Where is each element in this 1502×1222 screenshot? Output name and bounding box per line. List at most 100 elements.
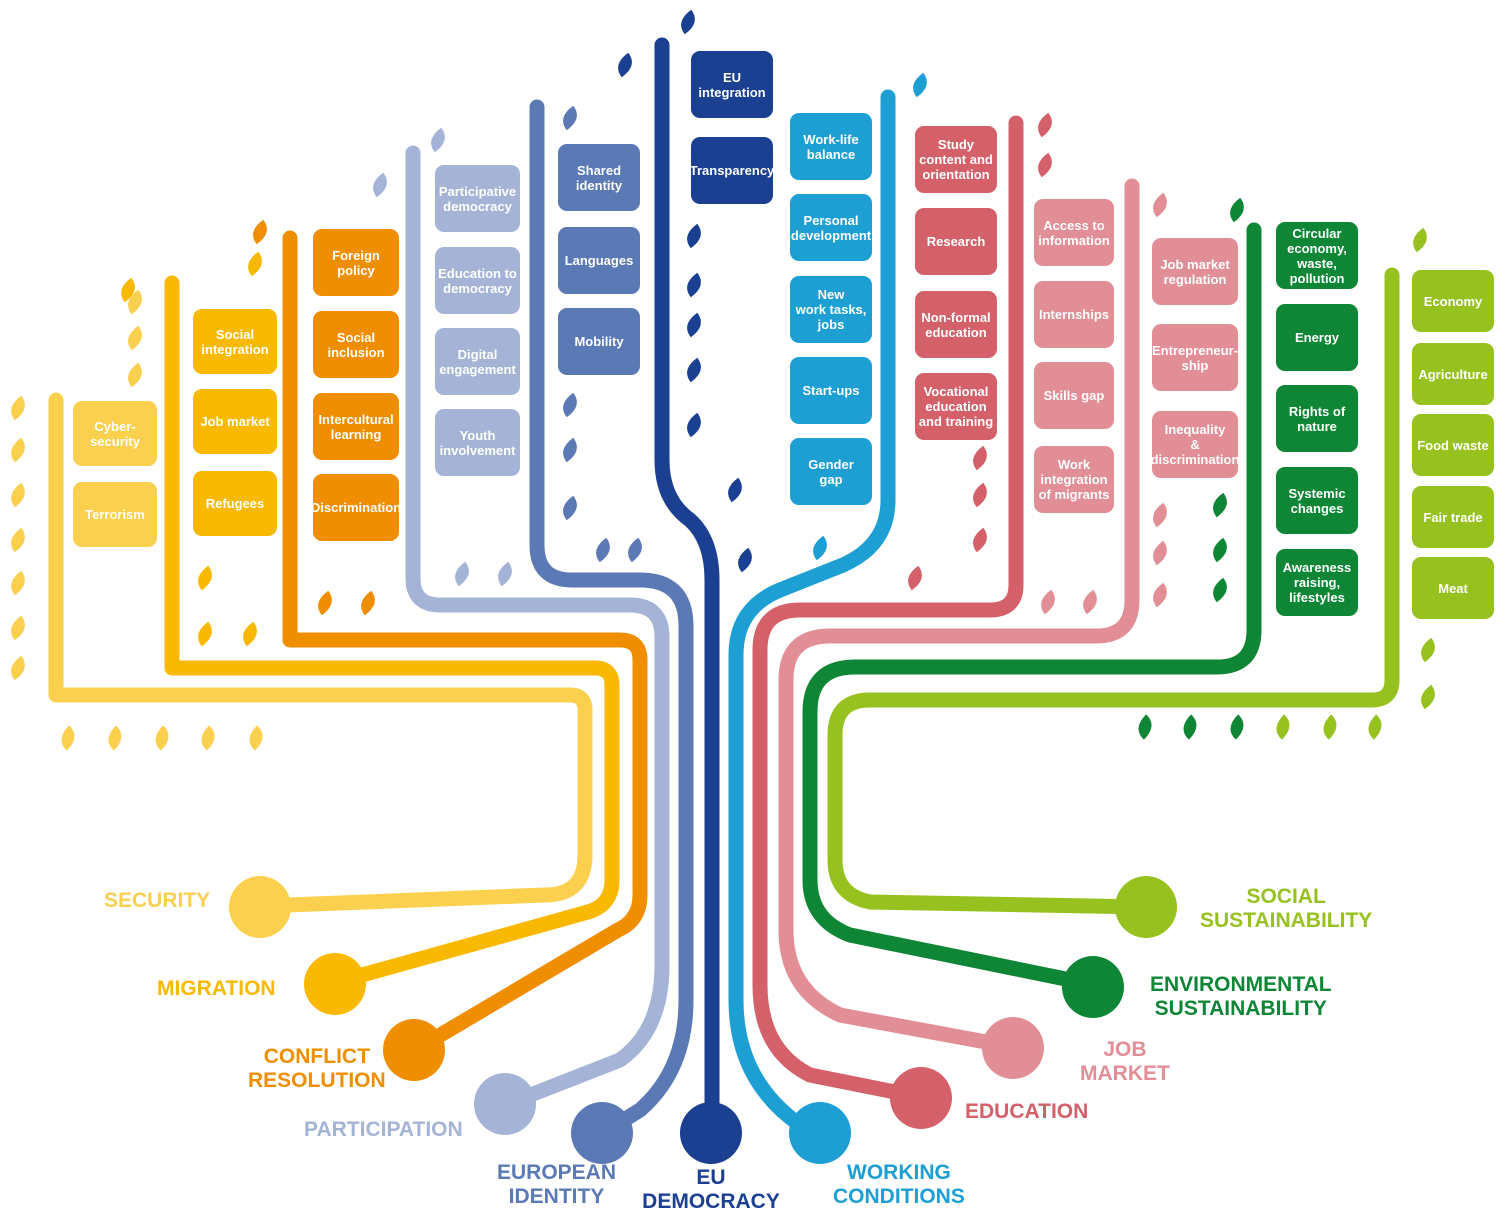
education-stem [752,115,1024,1105]
identity-leaf-icon [563,105,577,131]
environmental-node-circle [1062,956,1124,1018]
democracy-stem [654,37,720,1140]
democracy-leaf-icon [681,9,695,35]
security-leaf-icon [249,725,263,751]
identity-stem [529,99,694,1141]
working-topic-box: Work-life balance [790,113,872,180]
participation-leaf-icon [431,127,445,153]
migration-leaf-icon [243,621,257,647]
branch-migration [164,275,620,1015]
environmental-stem [802,222,1262,993]
conflict-topic-box: Foreign policy [313,229,399,296]
security-category-label: SECURITY [104,889,211,912]
environmental-topic-box: Circular economy, waste, pollution [1276,222,1358,289]
participation-leaf-icon [498,561,512,587]
social-leaf-icon [1421,637,1435,663]
democracy-leaf-icon [687,312,701,338]
education-leaf-icon [973,527,987,553]
identity-leaf-icon [563,392,577,418]
security-leaf-icon [128,289,142,315]
migration-topic-box: Refugees [193,471,277,536]
environmental-leaf-icon [1230,197,1244,223]
democracy-leaf-icon [618,52,632,78]
environmental-leaf-icon [1213,577,1227,603]
social-leaf-icon [1323,714,1337,740]
social-topic-box: Fair trade [1412,486,1494,548]
security-leaf-icon [11,615,25,641]
education-leaf-icon [973,445,987,471]
democracy-leaf-icon [687,412,701,438]
education-leaf-icon [1038,112,1052,138]
security-topic-box: Cyber- security [73,401,157,466]
branch-identity [529,99,694,1164]
security-leaf-icon [108,725,122,751]
social-topic-box: Economy [1412,270,1494,332]
conflict-category-label: CONFLICT RESOLUTION [248,1045,386,1092]
democracy-leaf-icon [738,547,752,573]
democracy-node-circle [680,1102,742,1164]
participation-topic-box: Digital engagement [435,328,520,395]
identity-leaf-icon [596,537,610,563]
democracy-topic-box: Transparency [690,137,774,204]
migration-topic-box: Job market [193,389,277,454]
environmental-topic-box: Rights of nature [1276,385,1358,452]
jobmarket-leaf-icon [1153,192,1167,218]
participation-node-circle [474,1073,536,1135]
democracy-leaf-icon [728,477,742,503]
social-topic-box: Agriculture [1412,343,1494,405]
participation-topic-box: Youth involvement [435,409,520,476]
education-topic-box: Non-formal education [915,291,997,358]
jobmarket-leaf-icon [1083,589,1097,615]
security-leaf-icon [128,362,142,388]
migration-leaf-icon [248,251,262,277]
security-leaf-icon [11,437,25,463]
jobmarket-node-circle [982,1017,1044,1079]
jobmarket-topic-box: Skills gap [1034,362,1114,429]
environmental-category-label: ENVIRONMENTAL SUSTAINABILITY [1150,973,1332,1020]
migration-leaf-icon [198,565,212,591]
identity-node-circle [571,1102,633,1164]
environmental-leaf-icon [1213,537,1227,563]
education-leaf-icon [1038,152,1052,178]
social-node-circle [1115,876,1177,938]
security-topic-box: Terrorism [73,482,157,547]
participation-leaf-icon [455,561,469,587]
security-stem [48,392,593,914]
working-topic-box: Gender gap [790,438,872,505]
social-leaf-icon [1276,714,1290,740]
security-leaf-icon [155,725,169,751]
environmental-leaf-icon [1213,492,1227,518]
education-topic-box: Vocational education and training [915,373,997,440]
environmental-leaf-icon [1183,714,1197,740]
democracy-leaf-icon [687,272,701,298]
identity-category-label: EUROPEAN IDENTITY [497,1161,617,1208]
conflict-leaf-icon [253,219,267,245]
jobmarket-stem [778,178,1140,1055]
identity-leaf-icon [563,495,577,521]
migration-topic-box: Social integration [193,309,277,374]
identity-topic-box: Mobility [558,308,640,375]
jobmarket-leaf-icon [1041,589,1055,615]
security-leaf-icon [11,570,25,596]
jobmarket-topic-box: Access to information [1034,199,1114,266]
social-stem [827,267,1400,915]
participation-leaf-icon [373,172,387,198]
participation-category-label: PARTICIPATION [304,1118,463,1141]
identity-topic-box: Languages [558,227,640,294]
social-leaf-icon [1413,227,1427,253]
security-leaf-icon [11,482,25,508]
social-category-label: SOCIAL SUSTAINABILITY [1200,885,1373,932]
jobmarket-topic-box: Entrepreneur- ship [1152,324,1238,391]
branch-participation [405,145,670,1135]
migration-leaf-icon [121,277,135,303]
conflict-leaf-icon [318,590,332,616]
migration-category-label: MIGRATION [157,977,276,1000]
social-topic-box: Meat [1412,557,1494,619]
environmental-topic-box: Energy [1276,304,1358,371]
working-leaf-icon [813,535,827,561]
education-topic-box: Study content and orientation [915,126,997,193]
working-stem [728,89,896,1141]
social-leaf-icon [1421,684,1435,710]
security-leaf-icon [11,395,25,421]
